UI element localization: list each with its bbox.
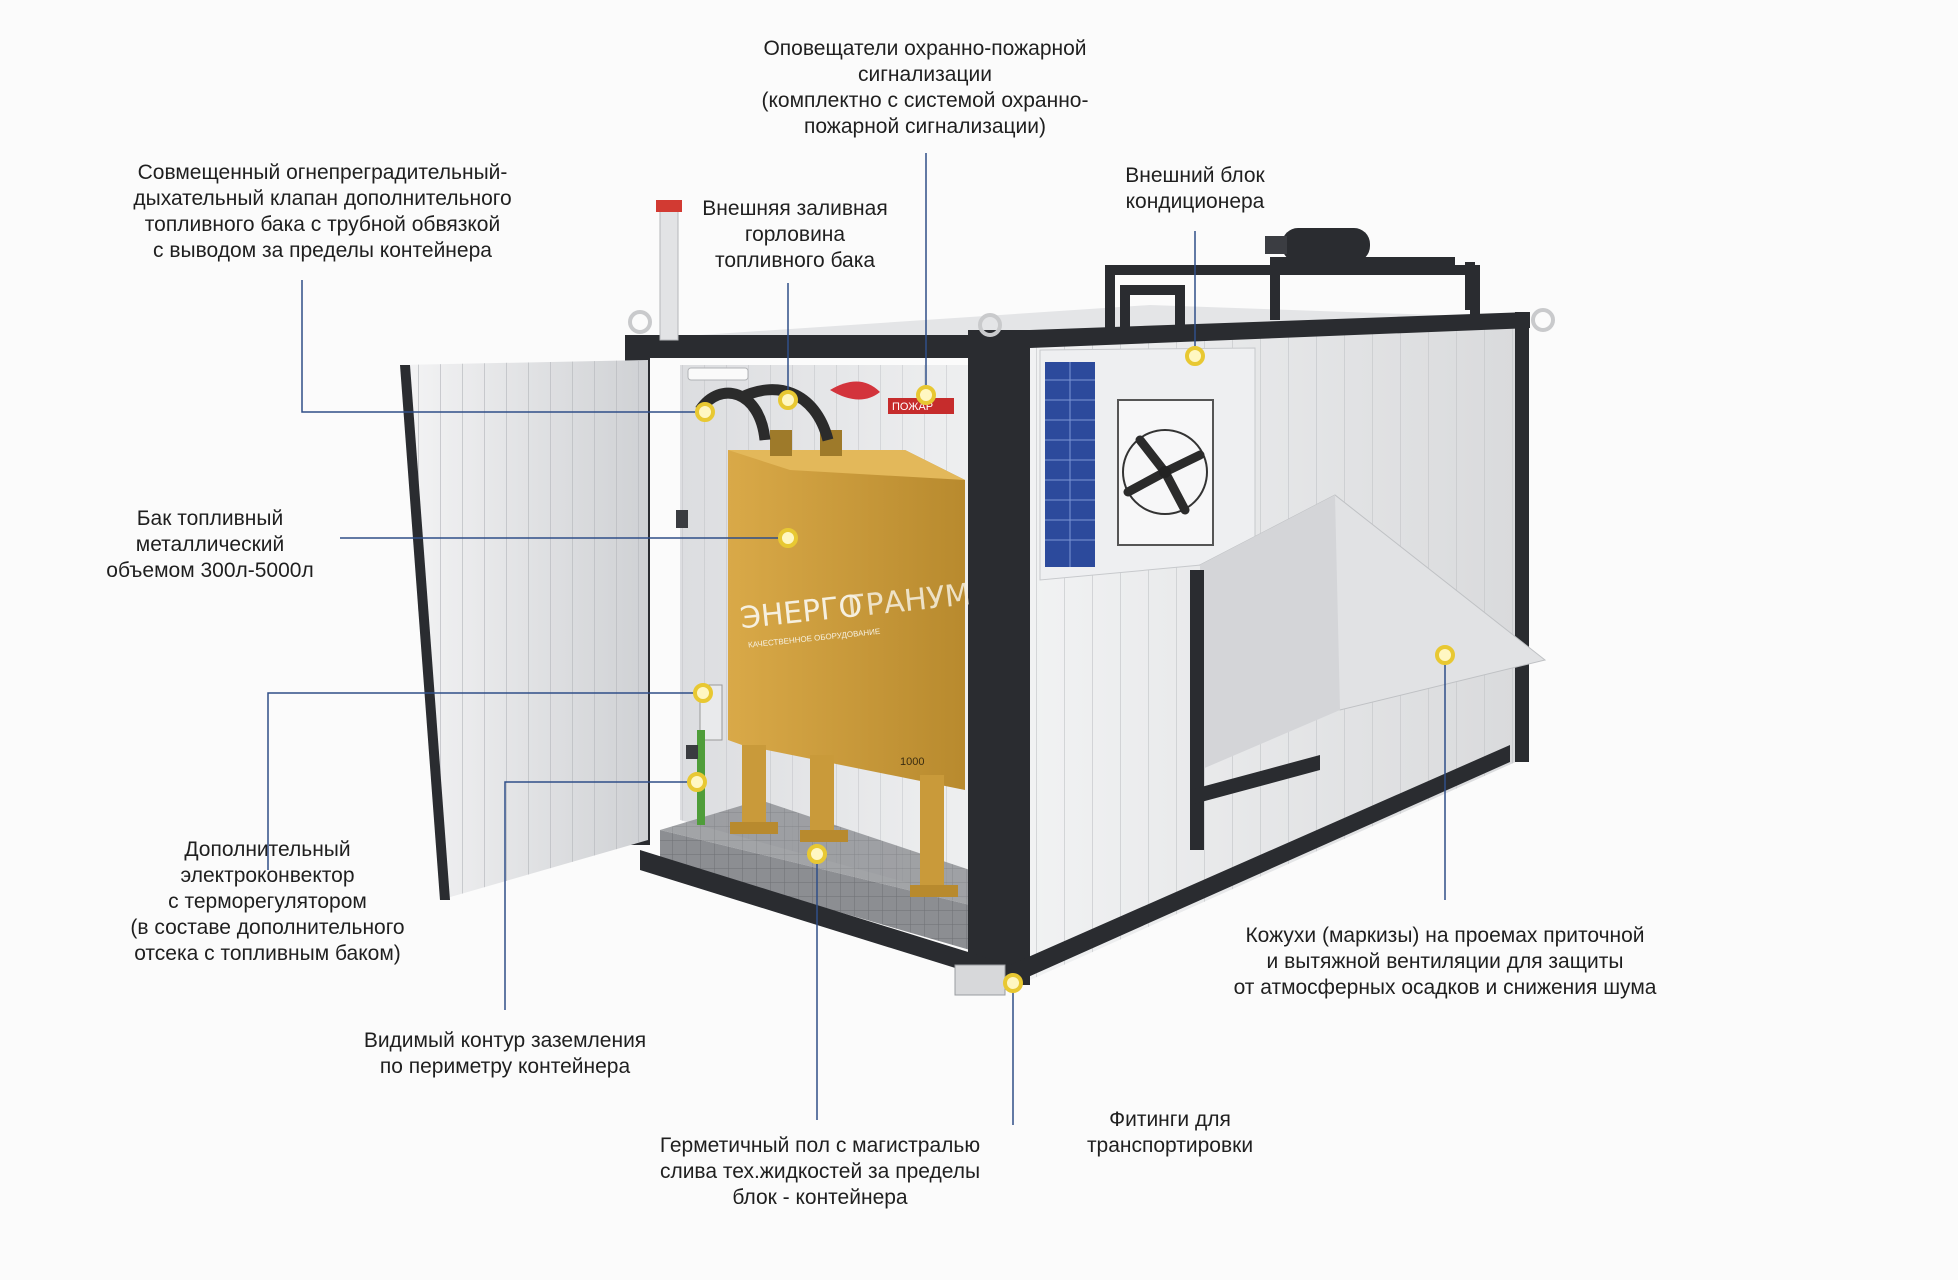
marker-ac bbox=[1185, 346, 1205, 366]
callout-valve: Совмещенный огнепреградительный- дыхател… bbox=[133, 161, 512, 262]
callout-fittings: Фитинги для транспортировки bbox=[1086, 1108, 1254, 1157]
callout-convector: Дополнительный электроконвектор с термор… bbox=[130, 838, 405, 965]
interior-light bbox=[687, 367, 749, 381]
markers bbox=[687, 346, 1455, 993]
marker-floor bbox=[807, 844, 827, 864]
vent-pipe bbox=[656, 200, 682, 341]
brand-logo: ЭНЕРГО ГРАНУМ КАЧЕСТВЕННОЕ ОБОРУДОВАНИЕ bbox=[738, 577, 972, 649]
marker-hoods bbox=[1435, 645, 1455, 665]
alarm-beacon: ПОЖАР bbox=[830, 381, 954, 414]
callout-tank: Бак топливный металлический объемом 300л… bbox=[106, 507, 314, 582]
marker-valve bbox=[695, 402, 715, 422]
open-door bbox=[400, 360, 688, 900]
ventilation-hood bbox=[1190, 494, 1547, 850]
marker-ground bbox=[687, 772, 707, 792]
callout-alarm: Оповещатели охранно-пожарной сигнализаци… bbox=[761, 37, 1089, 138]
callout-floor: Герметичный пол с магистралью слива тех.… bbox=[659, 1134, 981, 1209]
marker-fittings bbox=[1003, 973, 1023, 993]
callout-ground: Видимый контур заземления по периметру к… bbox=[363, 1029, 647, 1078]
roof-muffler bbox=[1265, 228, 1370, 262]
callout-filler: Внешняя заливная горловина топливного ба… bbox=[702, 197, 888, 272]
marker-alarm bbox=[916, 385, 936, 405]
ac-outdoor-unit bbox=[1039, 347, 1256, 581]
callout-hoods: Кожухи (маркизы) на проемах приточной и … bbox=[1233, 924, 1657, 999]
leader-lines bbox=[267, 153, 1446, 1125]
marker-tank bbox=[778, 528, 798, 548]
marker-convector bbox=[693, 683, 713, 703]
marker-filler bbox=[778, 390, 798, 410]
callout-ac: Внешний блок кондиционера bbox=[1125, 164, 1265, 213]
tank-volume-label: 1000 bbox=[900, 756, 924, 768]
roof-frame bbox=[1105, 257, 1480, 330]
